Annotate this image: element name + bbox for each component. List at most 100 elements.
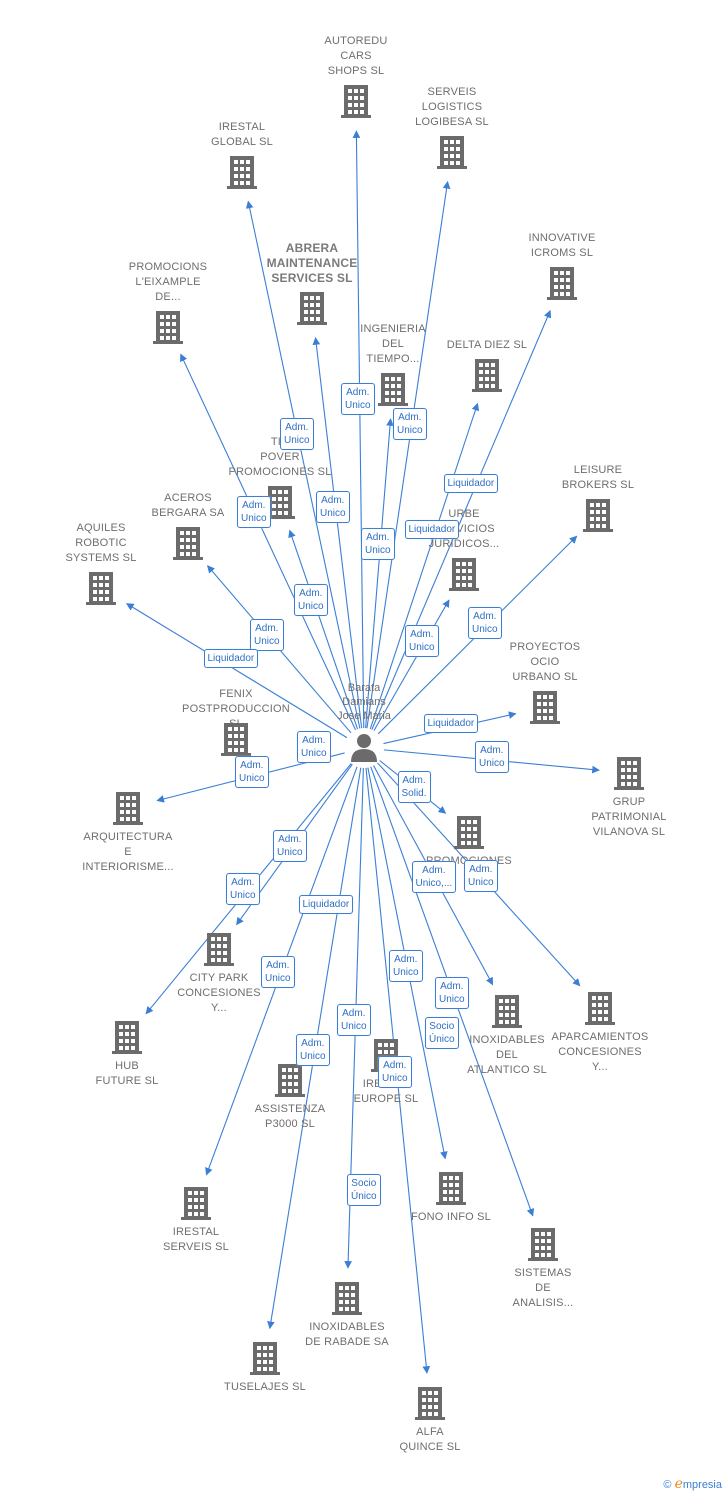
company-label-fenix[interactable]: FENIX POSTPRODUCCION SL xyxy=(182,688,290,730)
relation-tag[interactable]: Adm. Unico xyxy=(393,408,427,440)
relation-tag[interactable]: Adm. Unico xyxy=(261,956,295,988)
company-label-grup[interactable]: GRUP PATRIMONIAL VILANOVA SL xyxy=(591,796,667,838)
edge-delta_diez xyxy=(369,402,480,730)
building-icon[interactable] xyxy=(614,757,644,790)
company-label-assistenza[interactable]: ASSISTENZA P3000 SL xyxy=(254,1103,326,1130)
center-person[interactable] xyxy=(351,734,377,762)
relation-tag[interactable]: Liquidador xyxy=(423,713,479,733)
building-icon[interactable] xyxy=(275,1064,305,1097)
edge-innovative xyxy=(371,309,552,730)
company-label-proyectos[interactable]: PROYECTOS OCIO URBANO SL xyxy=(509,641,581,683)
company-label-aparcamientos[interactable]: APARCAMIENTOS CONCESIONES Y... xyxy=(551,1031,649,1073)
company-label-sistemas[interactable]: SISTEMAS DE ANALISIS... xyxy=(512,1267,574,1309)
company-label-inoxidables_rab[interactable]: INOXIDABLES DE RABADE SA xyxy=(305,1321,389,1348)
company-label-arquitectura[interactable]: ARQUITECTURA E INTERIORISME... xyxy=(82,831,174,873)
relation-tag[interactable]: Adm. Unico xyxy=(280,418,314,450)
relation-tag[interactable]: Adm. Unico xyxy=(237,496,271,528)
building-icon[interactable] xyxy=(449,558,479,591)
building-icon[interactable] xyxy=(492,995,522,1028)
person-name[interactable]: Barata Damians Jose Maria xyxy=(337,682,391,722)
relation-tag[interactable]: Socio Único xyxy=(425,1017,459,1049)
company-label-irestal_global[interactable]: IRESTAL GLOBAL SL xyxy=(211,121,273,148)
relation-tag[interactable]: Adm. Unico xyxy=(341,383,375,415)
edge-aquiles xyxy=(125,603,348,739)
building-icon[interactable] xyxy=(227,156,257,189)
brand-footer[interactable]: © empresia xyxy=(663,1476,722,1492)
relation-tag[interactable]: Adm. Unico xyxy=(226,873,260,905)
building-icon[interactable] xyxy=(332,1282,362,1315)
building-icon[interactable] xyxy=(530,691,560,724)
relation-tag[interactable]: Adm. Unico xyxy=(378,1056,412,1088)
company-label-delta_diez[interactable]: DELTA DIEZ SL xyxy=(446,339,528,351)
building-icon[interactable] xyxy=(153,311,183,344)
building-icon[interactable] xyxy=(297,292,327,325)
company-label-autoredu[interactable]: AUTOREDU CARS SHOPS SL xyxy=(324,35,388,77)
relation-tag[interactable]: Adm. Unico xyxy=(468,607,502,639)
company-label-abrera[interactable]: ABRERA MAINTENANCE SERVICES SL xyxy=(266,241,358,285)
company-label-hub[interactable]: HUB FUTURE SL xyxy=(95,1060,159,1087)
relation-tag[interactable]: Adm. Unico xyxy=(475,741,509,773)
relation-tag[interactable]: Liquidador xyxy=(298,894,354,914)
edge-autoredu xyxy=(352,130,365,729)
relation-tag[interactable]: Liquidador xyxy=(404,519,460,539)
relation-tag[interactable]: Adm. Unico xyxy=(294,584,328,616)
building-icon[interactable] xyxy=(181,1187,211,1220)
edge-tir_power xyxy=(288,529,359,730)
company-label-city_park[interactable]: CITY PARK CONCESIONES Y... xyxy=(177,972,261,1014)
company-label-tuselajes[interactable]: TUSELAJES SL xyxy=(224,1381,306,1393)
building-icon[interactable] xyxy=(415,1387,445,1420)
relation-tag[interactable]: Adm. Unico xyxy=(337,1004,371,1036)
building-icon[interactable] xyxy=(472,359,502,392)
edge-abrera xyxy=(312,337,363,729)
relation-tag[interactable]: Adm. Solid. xyxy=(397,771,431,803)
company-label-inoxidables_atl[interactable]: INOXIDABLES DEL ATLANTICO SL xyxy=(467,1034,547,1076)
company-label-serveis_logistics[interactable]: SERVEIS LOGISTICS LOGIBESA SL xyxy=(415,86,489,128)
relation-tag[interactable]: Adm. Unico xyxy=(250,619,284,651)
relation-tag[interactable]: Adm. Unico xyxy=(361,528,395,560)
building-icon[interactable] xyxy=(454,816,484,849)
edge-urbe xyxy=(373,599,450,731)
building-icon[interactable] xyxy=(341,85,371,118)
company-label-irestal_serveis[interactable]: IRESTAL SERVEIS SL xyxy=(163,1226,229,1253)
building-icon[interactable] xyxy=(112,1021,142,1054)
brand-logo-text: mpresia xyxy=(682,1479,722,1491)
relation-tag[interactable]: Adm. Unico xyxy=(464,860,498,892)
copyright-icon: © xyxy=(663,1479,672,1491)
relation-tag[interactable]: Liquidador xyxy=(443,473,499,493)
building-icon[interactable] xyxy=(437,136,467,169)
relation-tag[interactable]: Adm. Unico xyxy=(273,830,307,862)
relation-tag[interactable]: Adm. Unico xyxy=(296,1034,330,1066)
building-icon[interactable] xyxy=(583,499,613,532)
edge-promocions xyxy=(180,353,357,731)
relation-tag[interactable]: Adm. Unico xyxy=(297,731,331,763)
company-label-ingenieria[interactable]: INGENIERIA DEL TIEMPO... xyxy=(360,323,426,365)
company-label-aquiles[interactable]: AQUILES ROBOTIC SYSTEMS SL xyxy=(65,522,137,564)
company-label-aceros[interactable]: ACEROS BERGARA SA xyxy=(151,492,225,519)
relation-tag[interactable]: Adm. Unico xyxy=(316,491,350,523)
company-label-fono[interactable]: FONO INFO SL xyxy=(410,1211,492,1223)
building-icon[interactable] xyxy=(585,992,615,1025)
building-icon[interactable] xyxy=(436,1172,466,1205)
building-icon[interactable] xyxy=(113,792,143,825)
relation-tag[interactable]: Adm. Unico xyxy=(235,756,269,788)
edge-serveis_logistics xyxy=(366,180,451,729)
relation-tag[interactable]: Adm. Unico xyxy=(435,977,469,1009)
relation-tag[interactable]: Liquidador xyxy=(203,648,259,668)
building-icon[interactable] xyxy=(547,267,577,300)
company-label-leisure[interactable]: LEISURE BROKERS SL xyxy=(561,464,635,491)
building-icon[interactable] xyxy=(250,1342,280,1375)
building-icon[interactable] xyxy=(204,933,234,966)
building-icon[interactable] xyxy=(86,572,116,605)
company-label-alfa[interactable]: ALFA QUINCE SL xyxy=(399,1426,461,1453)
building-icon[interactable] xyxy=(378,373,408,406)
building-icon[interactable] xyxy=(528,1228,558,1261)
relation-tag[interactable]: Adm. Unico,... xyxy=(411,861,457,893)
company-label-tir_power[interactable]: TIR POVER PROMOCIONES SL xyxy=(228,436,332,478)
relation-tag[interactable]: Socio Único xyxy=(347,1174,381,1206)
relation-tag[interactable]: Adm. Unico xyxy=(405,625,439,657)
building-icon[interactable] xyxy=(173,527,203,560)
company-label-innovative[interactable]: INNOVATIVE ICROMS SL xyxy=(528,232,596,259)
company-label-promocions[interactable]: PROMOCIONS L'EIXAMPLE DE... xyxy=(128,261,208,303)
relation-tag[interactable]: Adm. Unico xyxy=(389,950,423,982)
